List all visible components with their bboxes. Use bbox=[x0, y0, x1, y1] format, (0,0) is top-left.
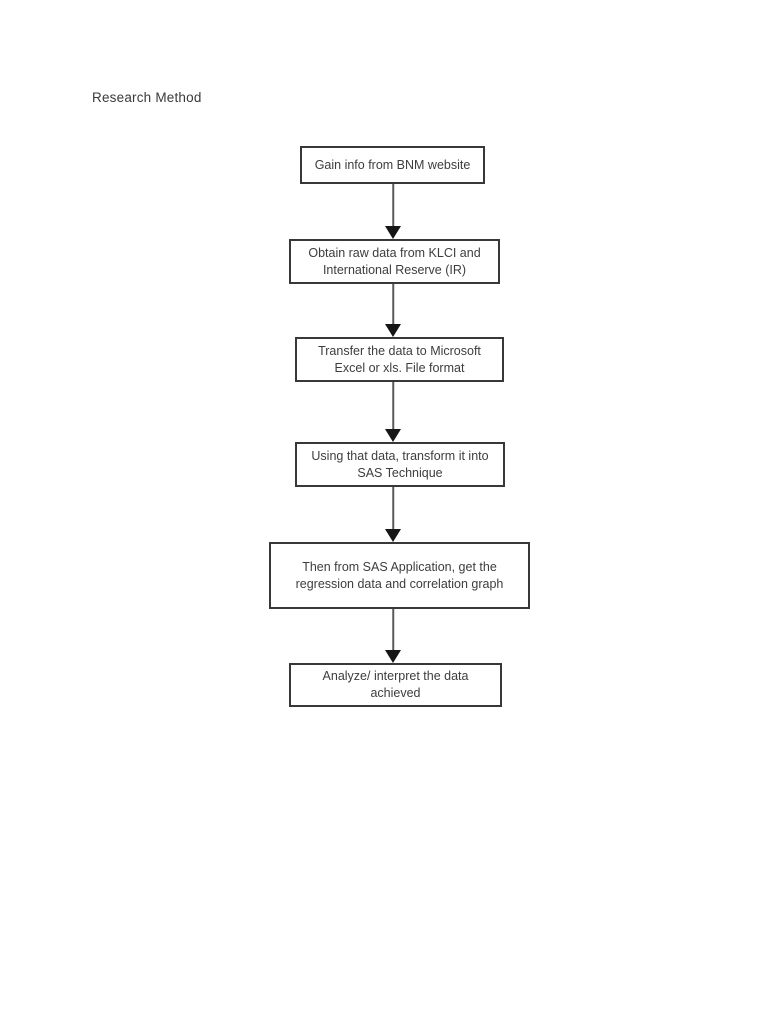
flow-step-2-label: Obtain raw data from KLCI and Internatio… bbox=[308, 245, 481, 277]
connector-arrow-1 bbox=[385, 184, 401, 239]
arrow-line bbox=[392, 609, 394, 652]
flow-step-4: Using that data, transform it into SAS T… bbox=[295, 442, 505, 487]
flow-step-3-label: Transfer the data to Microsoft Excel or … bbox=[318, 343, 481, 375]
connector-arrow-4 bbox=[385, 487, 401, 542]
page-title: Research Method bbox=[92, 90, 202, 105]
arrow-down-icon bbox=[385, 226, 401, 239]
flow-step-2: Obtain raw data from KLCI and Internatio… bbox=[289, 239, 500, 284]
flow-step-6-label: Analyze/ interpret the data achieved bbox=[322, 669, 469, 700]
flow-step-1-label: Gain info from BNM website bbox=[314, 157, 471, 172]
arrow-down-icon bbox=[385, 650, 401, 663]
flow-step-6: Analyze/ interpret the data achieved bbox=[289, 663, 502, 707]
flow-step-1: Gain info from BNM website bbox=[300, 146, 485, 184]
arrow-down-icon bbox=[385, 324, 401, 337]
arrow-down-icon bbox=[385, 529, 401, 542]
arrow-line bbox=[392, 284, 394, 326]
connector-arrow-3 bbox=[385, 382, 401, 442]
flow-step-5-label: Then from SAS Application, get the regre… bbox=[295, 559, 504, 591]
flow-step-4-label: Using that data, transform it into SAS T… bbox=[311, 448, 489, 480]
arrow-down-icon bbox=[385, 429, 401, 442]
arrow-line bbox=[392, 487, 394, 531]
arrow-line bbox=[392, 184, 394, 228]
connector-arrow-2 bbox=[385, 284, 401, 337]
connector-arrow-5 bbox=[385, 609, 401, 663]
flow-step-3: Transfer the data to Microsoft Excel or … bbox=[295, 337, 504, 382]
arrow-line bbox=[392, 382, 394, 431]
flow-step-5: Then from SAS Application, get the regre… bbox=[269, 542, 530, 609]
